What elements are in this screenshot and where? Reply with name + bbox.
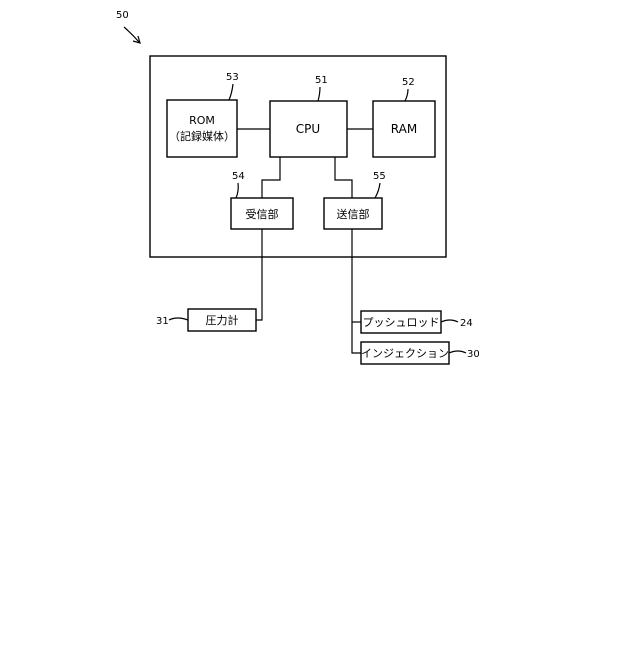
injection-ref-leader [449, 351, 466, 353]
ref-push-rod: 24 [460, 318, 473, 329]
injection-block: インジェクション [361, 342, 449, 364]
transmitter-label: 送信部 [337, 207, 370, 221]
ref-receiver: 54 [232, 171, 245, 182]
ref-cpu: 51 [315, 75, 328, 86]
pressure-gauge-block: 圧力計 [188, 309, 256, 331]
rom-block: ROM （記録媒体） [167, 100, 237, 157]
pressure-gauge-ref-leader [169, 318, 188, 320]
pressure-gauge-label: 圧力計 [206, 313, 239, 327]
cpu-block: CPU [270, 101, 347, 157]
ref-injection: 30 [467, 349, 480, 360]
rom-label: ROM [189, 114, 215, 127]
ref-ram: 52 [402, 77, 415, 88]
push-rod-block: プッシュロッド [361, 311, 441, 333]
push-rod-label: プッシュロッド [363, 316, 440, 329]
receiver-block: 受信部 [231, 198, 293, 229]
ref-device: 50 [116, 10, 129, 21]
ref-pressure-gauge: 31 [156, 316, 169, 327]
cpu-label: CPU [296, 122, 320, 136]
ref-transmitter: 55 [373, 171, 386, 182]
ref-rom: 53 [226, 72, 239, 83]
transmitter-block: 送信部 [324, 198, 382, 229]
rom-sublabel: （記録媒体） [169, 129, 235, 143]
ram-label: RAM [391, 122, 417, 136]
injection-label: インジェクション [361, 347, 449, 360]
ram-block: RAM [373, 101, 435, 157]
device-ref-arrow [124, 27, 140, 43]
push-rod-ref-leader [441, 320, 458, 322]
receiver-label: 受信部 [246, 207, 279, 221]
